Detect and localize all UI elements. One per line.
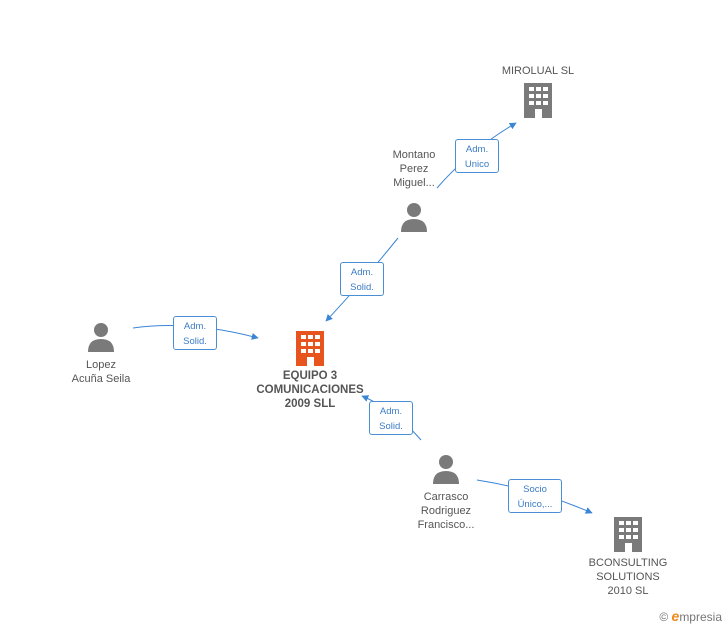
node-mirolual[interactable]: MIROLUAL SL: [478, 64, 598, 118]
brand-logo: © empresia: [659, 608, 722, 624]
node-carrasco[interactable]: Carrasco Rodriguez Francisco...: [403, 454, 489, 532]
edge-label-carrasco-bconsulting[interactable]: Socio Único,...: [508, 479, 562, 513]
building-icon-main: [296, 331, 324, 366]
node-lopez[interactable]: Lopez Acuña Seila: [56, 322, 146, 386]
node-label-main: EQUIPO 3 COMUNICACIONES 2009 SLL: [256, 370, 364, 410]
brand-initial: e: [671, 608, 680, 624]
person-icon: [433, 455, 459, 484]
node-equipo-main[interactable]: EQUIPO 3 COMUNICACIONES 2009 SLL: [240, 330, 380, 411]
person-icon: [88, 323, 114, 352]
node-label: Lopez Acuña Seila: [71, 359, 131, 385]
node-label: Carrasco Rodriguez Francisco...: [417, 491, 475, 531]
copyright-icon: ©: [659, 610, 669, 624]
building-icon: [524, 83, 552, 118]
edge-label-montano-equipo[interactable]: Adm. Solid.: [340, 262, 384, 296]
node-label: MIROLUAL SL: [501, 65, 575, 77]
node-montano[interactable]: Montano Perez Miguel...: [374, 148, 454, 232]
edge-label-montano-mirolual[interactable]: Adm. Unico: [455, 139, 499, 173]
brand-name: mpresia: [679, 610, 722, 624]
node-label: BCONSULTING SOLUTIONS 2010 SL: [588, 557, 668, 597]
person-icon: [401, 203, 427, 232]
building-icon: [614, 517, 642, 552]
node-label: Montano Perez Miguel...: [392, 149, 436, 189]
node-bconsulting[interactable]: BCONSULTING SOLUTIONS 2010 SL: [576, 516, 680, 598]
edge-label-lopez-equipo[interactable]: Adm. Solid.: [173, 316, 217, 350]
edge-label-carrasco-equipo[interactable]: Adm. Solid.: [369, 401, 413, 435]
